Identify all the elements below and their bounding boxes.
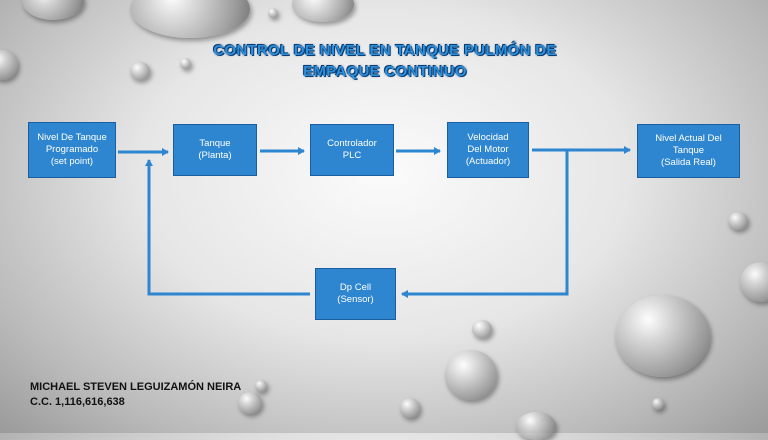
block-dp-cell-sensor: Dp Cell (Sensor) <box>315 268 396 320</box>
water-drop <box>130 62 150 80</box>
water-drop <box>180 58 191 69</box>
block-set-point: Nivel De Tanque Programado (set point) <box>28 122 116 178</box>
water-drop <box>292 0 354 22</box>
arrow-sensor-to-summing-point <box>145 159 310 296</box>
water-drop <box>472 320 492 338</box>
author-info: MICHAEL STEVEN LEGUIZAMÓN NEIRA C.C. 1,1… <box>30 380 241 410</box>
block-salida-real: Nivel Actual Del Tanque (Salida Real) <box>637 124 740 178</box>
water-drop <box>445 350 497 400</box>
water-drop <box>22 0 84 20</box>
water-drop <box>238 392 262 414</box>
arrow-feedback-to-sensor <box>401 150 569 298</box>
water-drop <box>400 398 420 418</box>
block-velocidad-motor: Velocidad Del Motor (Actuador) <box>447 122 529 178</box>
water-drop <box>255 380 267 392</box>
water-drop <box>0 50 18 80</box>
water-drop <box>268 8 278 18</box>
block-tanque-planta: Tanque (Planta) <box>173 124 257 176</box>
block-controlador-plc: Controlador PLC <box>310 124 394 176</box>
title-line-1: CONTROL DE NIVEL EN TANQUE PULMÓN DE <box>213 42 557 59</box>
water-drop <box>652 398 664 410</box>
author-name: MICHAEL STEVEN LEGUIZAMÓN NEIRA <box>30 381 242 393</box>
water-drop <box>728 212 748 230</box>
page-title: CONTROL DE NIVEL EN TANQUE PULMÓN DE EMP… <box>150 40 620 82</box>
water-drop <box>740 262 768 302</box>
title-line-2: EMPAQUE CONTINUO <box>303 63 467 80</box>
water-drop <box>615 295 710 377</box>
author-id: C.C. 1,116,616,638 <box>30 396 125 408</box>
